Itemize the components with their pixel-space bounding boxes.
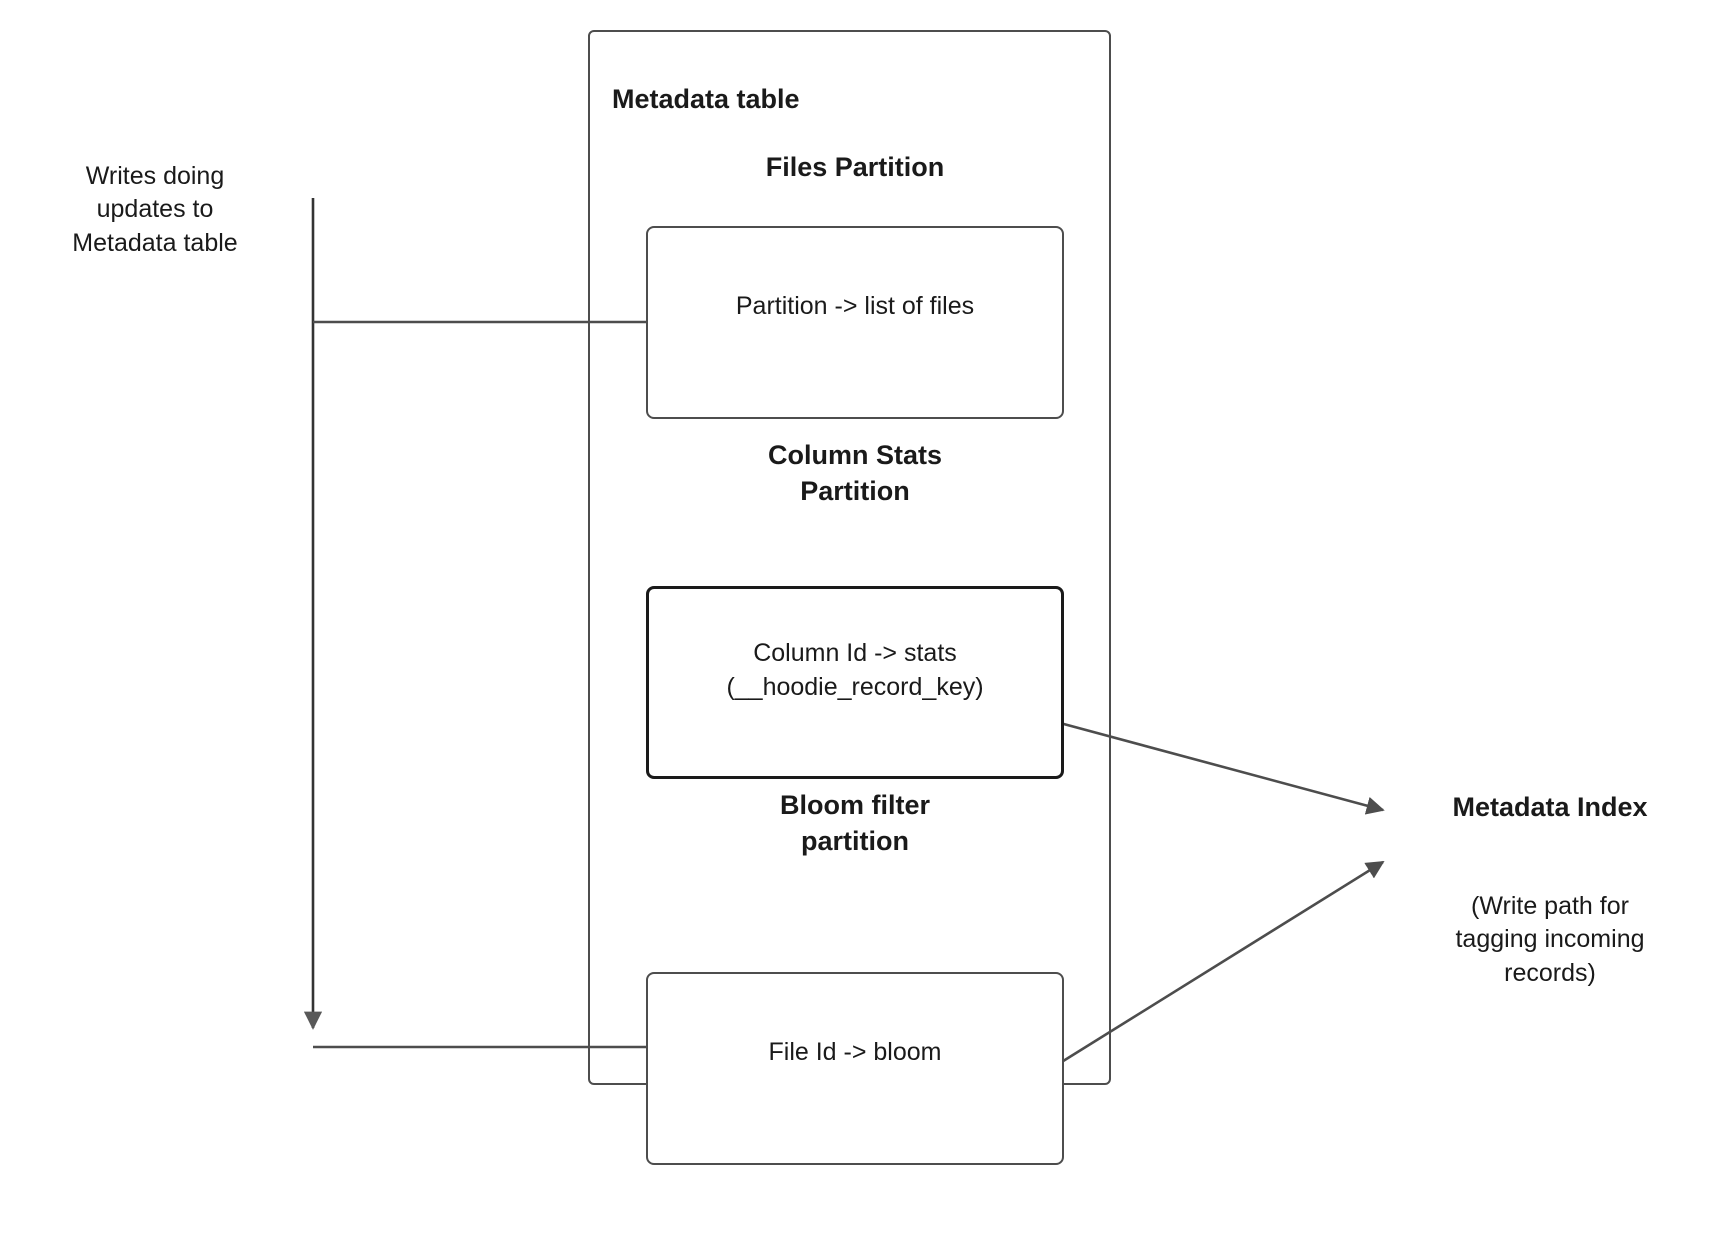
bloom-filter-partition-heading: Bloom filter partition — [779, 790, 930, 856]
bloom-filter-partition-box-label: File Id -> bloom — [768, 1038, 942, 1066]
metadata-index-note: (Write path for tagging incoming records… — [1455, 892, 1645, 987]
metadata-index-title: Metadata Index — [1452, 792, 1648, 822]
files-partition-box-label: Partition -> list of files — [735, 292, 975, 320]
column-stats-partition-heading: Column Stats Partition — [767, 440, 942, 506]
metadata-table-title: Metadata table — [612, 84, 800, 114]
column-stats-partition-box: Column Id -> stats (__hoodie_record_key) — [646, 586, 1064, 779]
metadata-table-container — [588, 30, 1111, 1085]
writes-annotation: Writes doing updates to Metadata table — [72, 162, 238, 257]
files-partition-heading: Files Partition — [765, 152, 945, 182]
column-stats-partition-box-label: Column Id -> stats (__hoodie_record_key) — [726, 639, 984, 701]
files-partition-box: Partition -> list of files — [646, 226, 1064, 419]
bloom-filter-partition-box: File Id -> bloom — [646, 972, 1064, 1165]
